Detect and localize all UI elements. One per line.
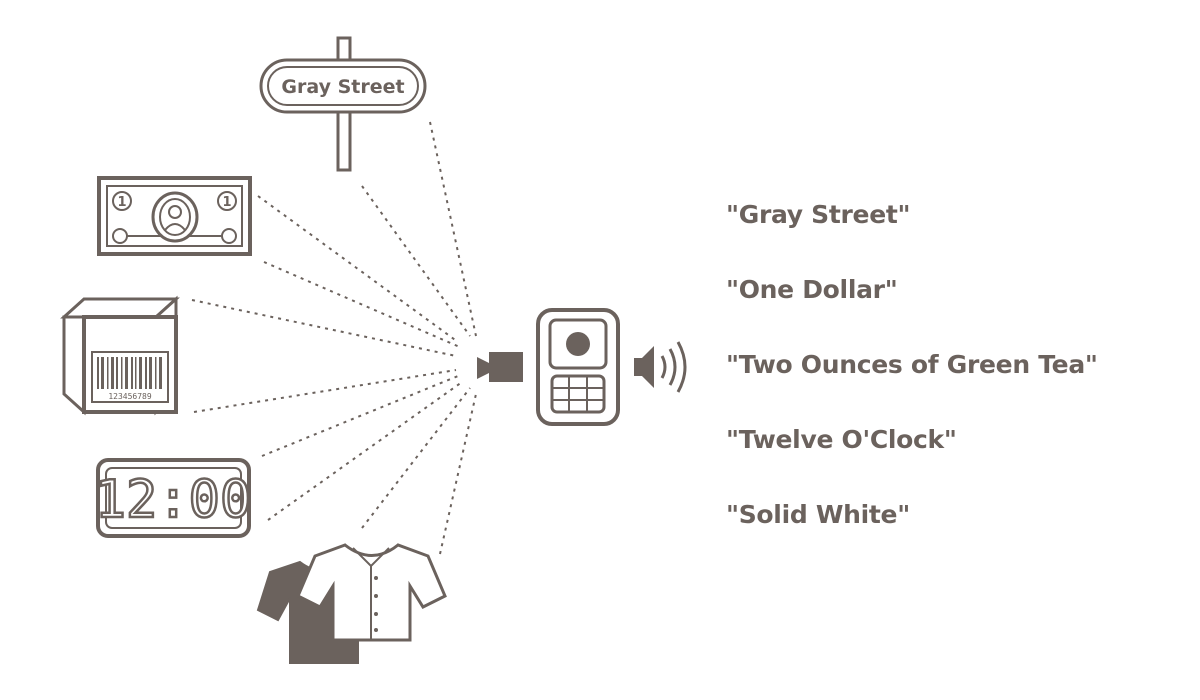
clock-time: 12:00 — [95, 470, 252, 530]
banknote-denomination-left: 1 — [117, 195, 126, 210]
dotted-rays — [191, 121, 477, 555]
banknote-denomination-right: 1 — [222, 195, 231, 210]
barcode — [97, 357, 162, 389]
ray-bill-2 — [263, 261, 463, 349]
phone-icon — [536, 308, 620, 426]
product-box-icon: 123456789 — [60, 295, 180, 416]
spoken-phrase-dollar: "One Dollar" — [726, 275, 898, 304]
spoken-phrase-clock: "Twelve O'Clock" — [726, 425, 957, 454]
camera-icon — [477, 352, 523, 382]
shirts-icon — [256, 543, 447, 664]
ray-sign-1 — [361, 185, 471, 337]
ray-clock-1 — [261, 375, 459, 457]
ray-shirt-2 — [439, 393, 477, 555]
ray-bill-1 — [257, 195, 459, 343]
street-sign-icon: Gray Street — [259, 36, 427, 172]
ray-box-1 — [191, 299, 457, 357]
ray-clock-2 — [267, 381, 463, 521]
ray-box-2 — [193, 369, 457, 413]
ray-sign-2 — [429, 121, 477, 337]
ray-shirt-1 — [361, 387, 471, 529]
spoken-phrase-green-tea: "Two Ounces of Green Tea" — [726, 350, 1098, 379]
spoken-phrase-white: "Solid White" — [726, 500, 910, 529]
barcode-number: 123456789 — [108, 392, 152, 401]
digital-clock-icon: 12:00 — [93, 458, 253, 538]
banknote-icon: 1 1 — [97, 176, 252, 256]
speaker-icon — [634, 341, 687, 393]
spoken-phrase-street: "Gray Street" — [726, 200, 911, 229]
street-sign-label: Gray Street — [281, 76, 404, 98]
